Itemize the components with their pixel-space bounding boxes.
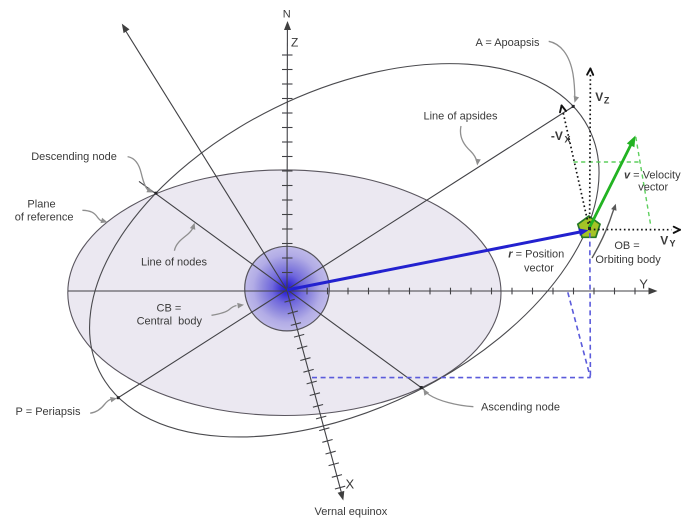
svg-text:of reference: of reference (15, 211, 74, 223)
svg-text:Vernal equinox: Vernal equinox (315, 506, 388, 518)
svg-text:-V: -V (551, 129, 563, 143)
svg-text:A = Apoapsis: A = Apoapsis (476, 37, 540, 49)
svg-text:vector: vector (524, 263, 554, 275)
svg-text:vector: vector (638, 182, 668, 194)
svg-text:OB =: OB = (614, 240, 639, 252)
svg-text:r = Position: r = Position (508, 248, 564, 260)
svg-text:P = Periapsis: P = Periapsis (16, 406, 81, 418)
svg-text:Descending node: Descending node (31, 151, 117, 163)
svg-text:v = Velocity: v = Velocity (624, 170, 681, 182)
svg-text:CB =: CB = (157, 303, 182, 315)
svg-text:Line of nodes: Line of nodes (141, 256, 208, 268)
svg-text:Z: Z (291, 35, 298, 49)
svg-text:Ascending node: Ascending node (481, 402, 560, 414)
svg-text:X: X (565, 135, 571, 145)
svg-text:V: V (595, 90, 603, 104)
svg-text:Y: Y (639, 277, 648, 292)
svg-text:Y: Y (670, 239, 676, 249)
svg-text:Orbiting body: Orbiting body (595, 254, 661, 266)
svg-text:Plane: Plane (27, 199, 55, 211)
svg-text:Z: Z (604, 96, 610, 106)
svg-text:X: X (345, 476, 354, 491)
svg-text:Central body: Central body (137, 315, 203, 327)
svg-text:N: N (283, 8, 291, 20)
svg-text:V: V (660, 233, 668, 247)
svg-text:Line of apsides: Line of apsides (424, 111, 498, 123)
